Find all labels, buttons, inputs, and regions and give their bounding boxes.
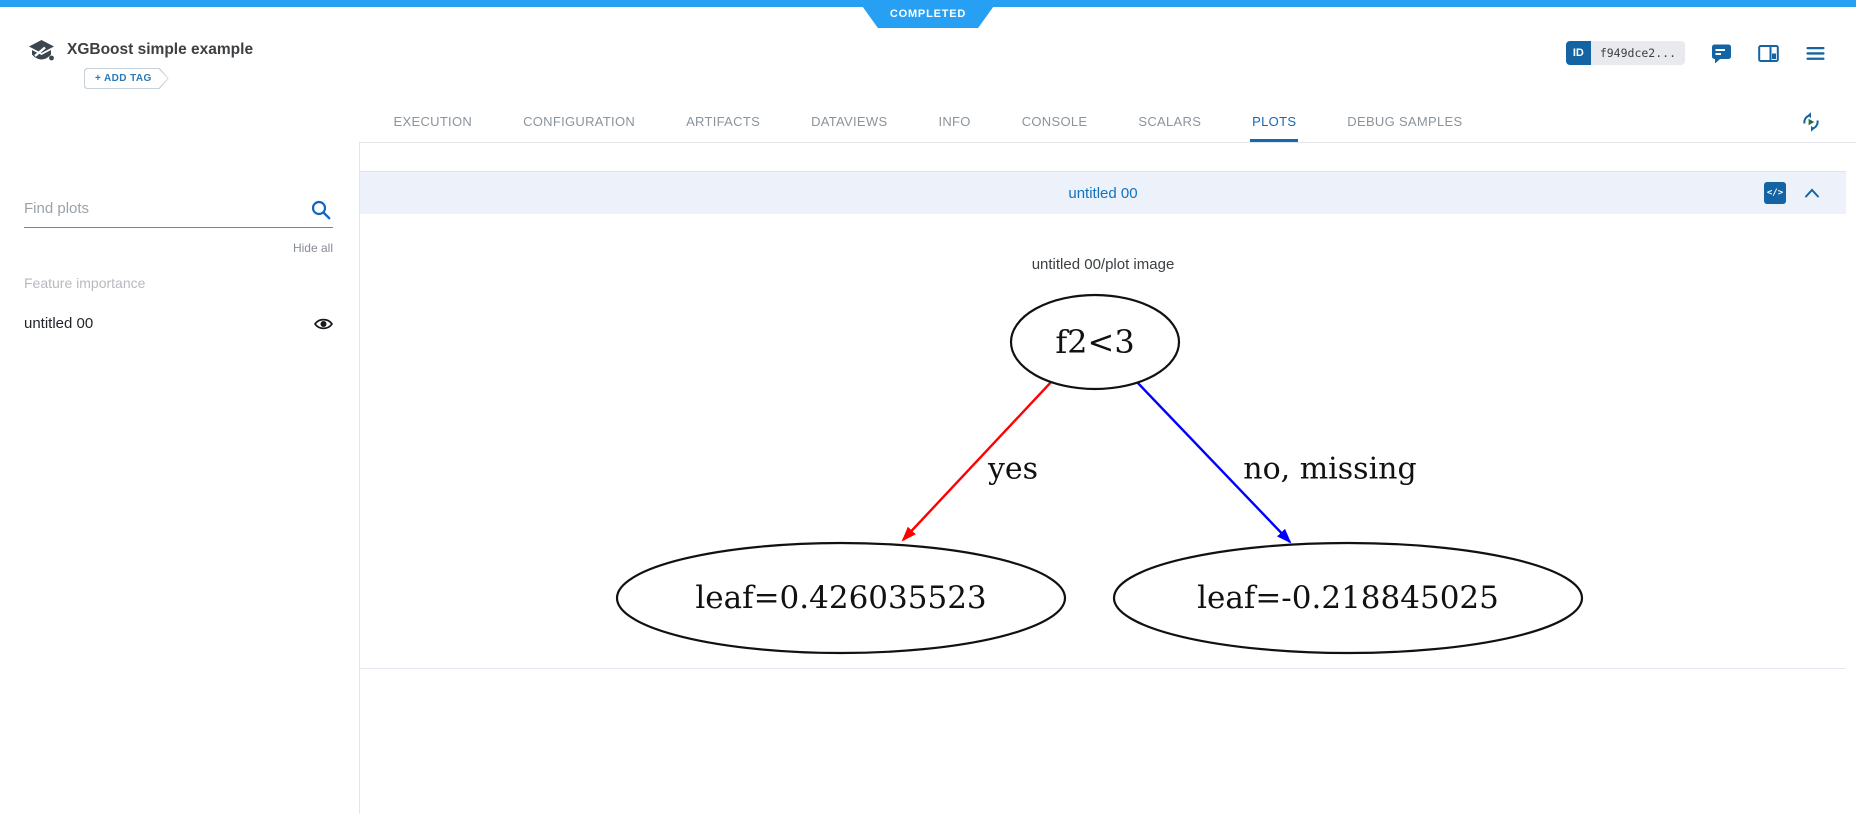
leaf-node-right-label: leaf=-0.218845025: [1197, 580, 1499, 616]
experiment-logo-icon: [29, 40, 54, 61]
plots-sidebar: Hide all Feature importance untitled 00: [0, 142, 360, 814]
hide-all-link[interactable]: Hide all: [292, 241, 333, 255]
experiment-id-badge[interactable]: ID f949dce2...: [1565, 41, 1685, 65]
xgboost-tree-diagram: yes no, missing f2<3 leaf=0.426035523 le…: [615, 293, 1584, 655]
search-icon[interactable]: [311, 200, 331, 220]
search-row: [24, 200, 333, 228]
tab-dataviews[interactable]: DATAVIEWS: [811, 114, 888, 129]
tab-plots[interactable]: PLOTS: [1250, 114, 1299, 142]
plot-group-label: Feature importance: [24, 275, 146, 291]
hamburger-menu-icon[interactable]: [1805, 43, 1826, 64]
side-panel-layout-icon[interactable]: [1758, 43, 1779, 64]
app-header: XGBoost simple example + ADD TAG ID f949…: [0, 7, 1856, 142]
plot-panel: untitled 00 </> untitled 00/plot image: [360, 171, 1846, 669]
header-actions: ID f949dce2...: [1565, 41, 1826, 65]
leaf-node-left-ellipse: [615, 541, 1067, 655]
page-title: XGBoost simple example: [67, 41, 254, 58]
plot-panel-title: untitled 00: [1068, 184, 1138, 202]
edge-yes: [901, 379, 1054, 542]
tab-configuration[interactable]: CONFIGURATION: [523, 114, 636, 129]
tab-bar: EXECUTION CONFIGURATION ARTIFACTS DATAVI…: [0, 114, 1856, 142]
visibility-eye-icon[interactable]: [314, 317, 333, 331]
embed-code-icon[interactable]: </>: [1764, 182, 1786, 204]
tab-debug-samples[interactable]: DEBUG SAMPLES: [1347, 114, 1463, 129]
add-tag-label: + ADD TAG: [85, 69, 168, 88]
edge-label-no-missing: no, missing: [1243, 452, 1416, 487]
comment-icon[interactable]: [1711, 43, 1732, 64]
status-badge: COMPLETED: [858, 0, 998, 28]
auto-refresh-icon[interactable]: [1800, 111, 1822, 133]
root-node-ellipse: [1009, 293, 1181, 391]
root-node-label: f2<3: [1055, 323, 1134, 361]
search-input[interactable]: [24, 200, 333, 228]
edge-no-missing: [1134, 379, 1292, 544]
tab-scalars[interactable]: SCALARS: [1138, 114, 1202, 129]
tab-artifacts[interactable]: ARTIFACTS: [686, 114, 761, 129]
collapse-chevron-up-icon[interactable]: [1804, 187, 1820, 199]
status-badge-label: COMPLETED: [889, 8, 967, 20]
id-value: f949dce2...: [1590, 41, 1685, 65]
plot-name: untitled 00: [24, 315, 94, 332]
plot-panel-body: untitled 00/plot image yes: [360, 214, 1846, 669]
plot-panel-header: untitled 00 </>: [360, 171, 1846, 214]
leaf-node-left-label: leaf=0.426035523: [695, 580, 986, 616]
panel-header-icons: </>: [1764, 172, 1820, 214]
tab-execution[interactable]: EXECUTION: [393, 114, 473, 129]
id-label: ID: [1565, 41, 1591, 65]
sidebar-item-untitled-00[interactable]: untitled 00: [24, 315, 333, 332]
tab-info[interactable]: INFO: [938, 114, 971, 129]
leaf-node-right-ellipse: [1112, 541, 1584, 655]
plots-content: untitled 00 </> untitled 00/plot image: [360, 142, 1856, 814]
edge-label-yes: yes: [987, 452, 1038, 487]
tab-console[interactable]: CONSOLE: [1021, 114, 1088, 129]
app-body: Hide all Feature importance untitled 00 …: [0, 142, 1856, 814]
plot-caption: untitled 00/plot image: [1031, 256, 1175, 273]
add-tag-button[interactable]: + ADD TAG: [84, 68, 169, 89]
